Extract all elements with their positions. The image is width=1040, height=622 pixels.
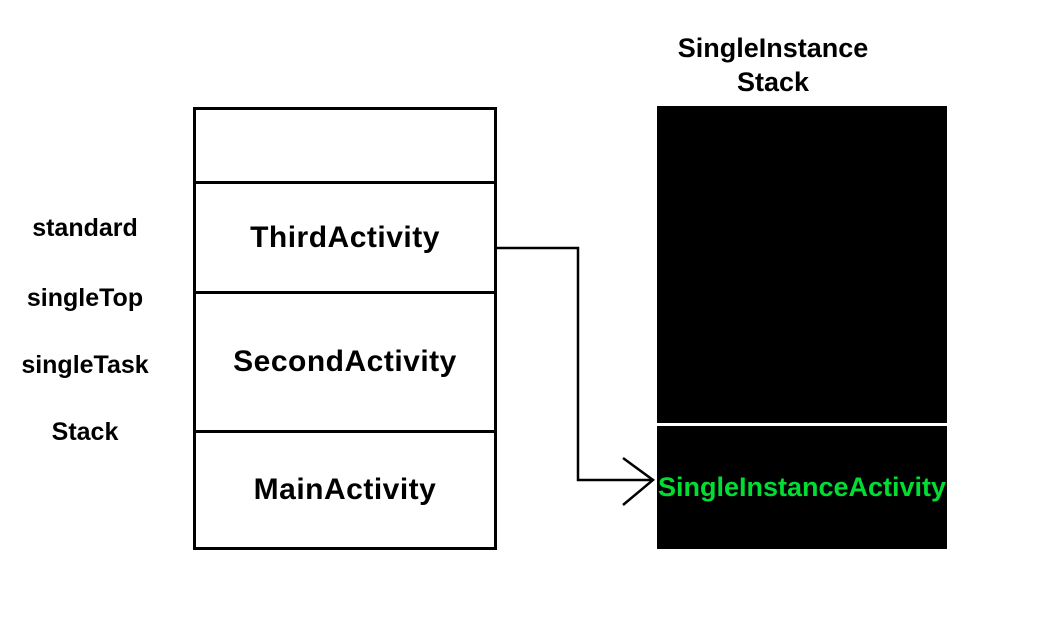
mode-label-stack: Stack	[51, 418, 119, 446]
stack-cell-thirdactivity: ThirdActivity	[196, 181, 494, 291]
stack-divider-line	[657, 423, 947, 426]
single-instance-empty-area	[657, 106, 947, 423]
single-instance-stack-title: SingleInstance Stack	[600, 31, 946, 99]
stack-cell-singleinstanceactivity: SingleInstanceActivity	[657, 472, 947, 502]
mode-label-standard: standard	[32, 214, 138, 242]
title-line-2: Stack	[736, 67, 810, 97]
stack-cell-empty	[196, 110, 494, 181]
mode-label-singletop: singleTop	[26, 284, 144, 312]
main-task-stack: ThirdActivity SecondActivity MainActivit…	[193, 107, 497, 550]
stack-cell-secondactivity: SecondActivity	[196, 291, 494, 430]
title-line-1: SingleInstance	[677, 33, 869, 63]
stack-cell-mainactivity: MainActivity	[196, 430, 494, 547]
mode-label-singletask: singleTask	[21, 351, 149, 379]
single-instance-stack: SingleInstanceActivity	[657, 106, 947, 549]
